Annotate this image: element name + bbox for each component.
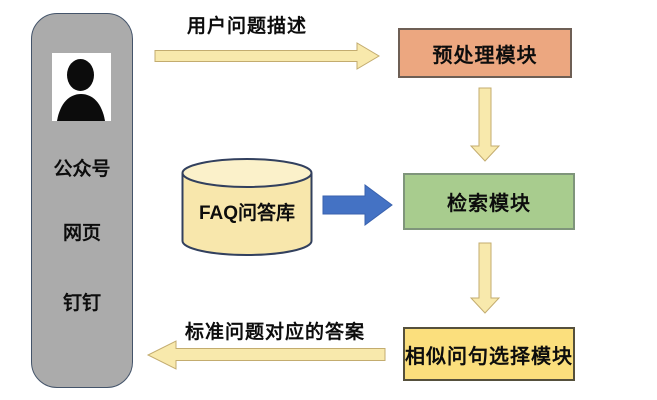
user-question-arrow (154, 42, 380, 70)
similar-question-select-module: 相似问句选择模块 (403, 327, 575, 381)
faq-to-retrieval-arrow (322, 184, 393, 226)
answer-return-arrow-label: 标准问题对应的答案 (184, 322, 365, 343)
channel-label-official-account: 公众号 (53, 159, 111, 180)
channels-panel: 公众号 网页 钉钉 (31, 13, 133, 388)
similar-question-select-module-label: 相似问句选择模块 (405, 345, 573, 368)
channel-label-dingtalk: 钉钉 (62, 293, 101, 314)
faq-database-label: FAQ问答库 (198, 203, 296, 224)
user-avatar (52, 53, 111, 121)
preprocess-module-label: 预处理模块 (432, 44, 538, 67)
answer-return-arrow (146, 340, 386, 370)
channel-label-webpage: 网页 (62, 223, 101, 244)
preprocess-to-retrieval-arrow (469, 87, 501, 162)
retrieval-to-similar-arrow (469, 242, 501, 314)
retrieval-module-label: 检索模块 (447, 193, 531, 215)
retrieval-module: 检索模块 (403, 173, 575, 230)
user-icon (57, 59, 105, 121)
cylinder-top (181, 158, 313, 188)
cylinder-body (181, 173, 313, 256)
faq-database-cylinder (181, 158, 313, 256)
preprocess-module: 预处理模块 (398, 28, 572, 78)
user-question-arrow-label: 用户问题描述 (186, 16, 307, 37)
